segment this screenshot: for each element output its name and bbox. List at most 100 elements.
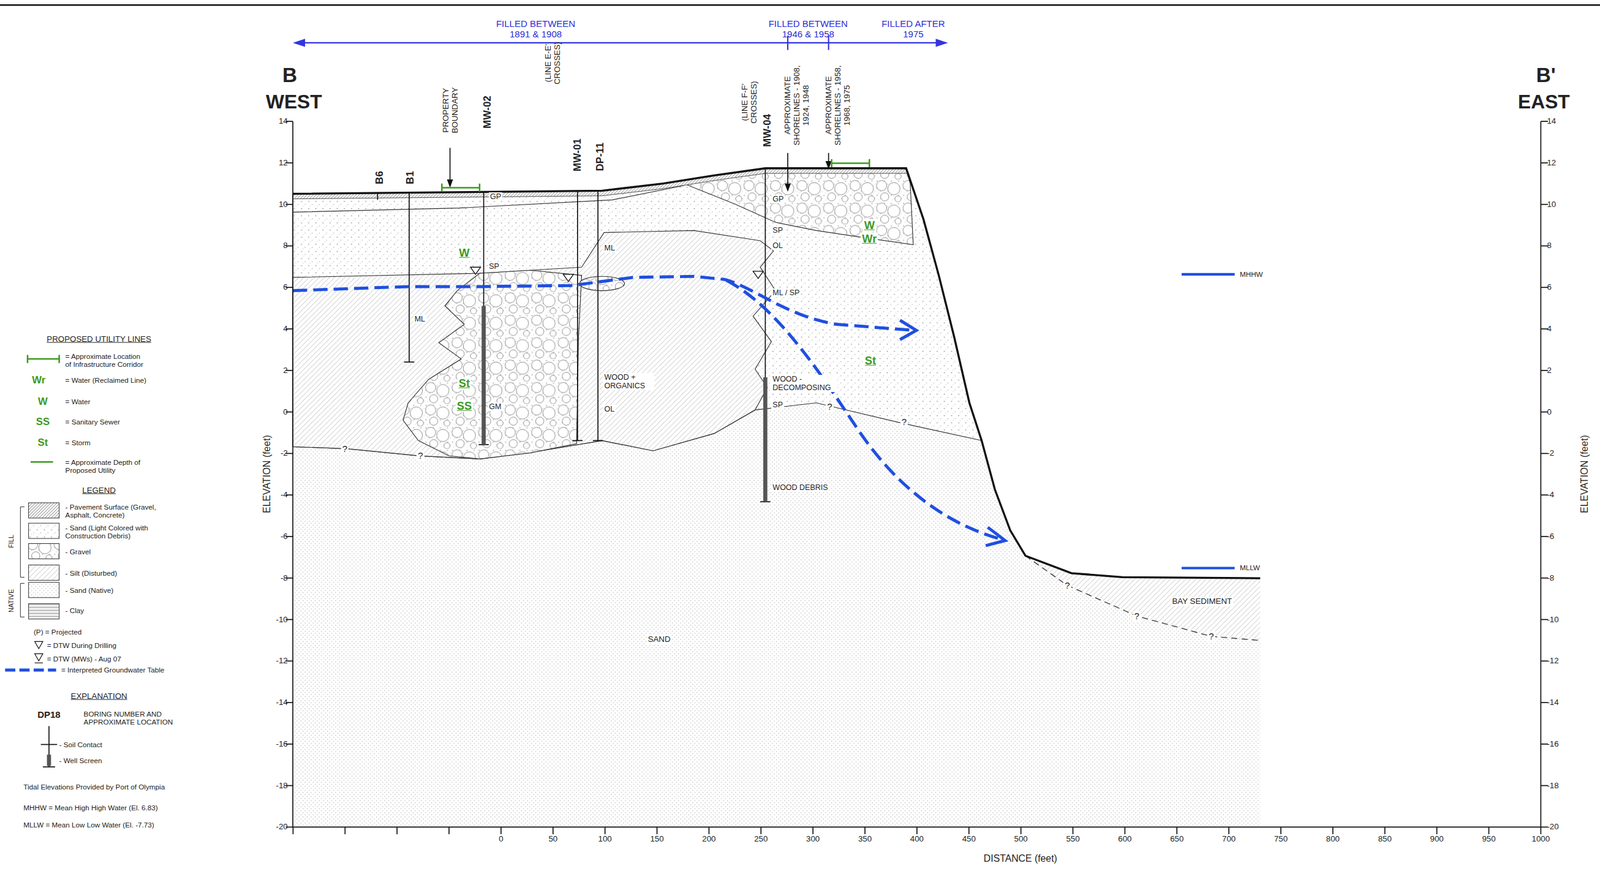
legend-heading: PROPOSED UTILITY LINES xyxy=(46,335,151,345)
legend-entry-text: = Approximate Location of Infrastructure… xyxy=(65,352,146,369)
annotation-label: PROPERTY BOUNDARY xyxy=(441,78,461,142)
utility-symbol: St xyxy=(863,354,878,367)
axis-tick-label: 700 xyxy=(1222,834,1236,845)
axis-tick xyxy=(656,826,658,835)
uncertain-contact-mark: ? xyxy=(1063,580,1071,591)
axis-tick xyxy=(1540,494,1548,496)
legend-entry-text: = Approximate Depth of Proposed Utility xyxy=(65,458,146,475)
axis-tick-label: 6 xyxy=(1546,283,1551,293)
axis-tick-label: -14 xyxy=(276,698,288,708)
soil-symbol: OL xyxy=(771,241,785,250)
axis-tick-label: 0 xyxy=(283,407,288,417)
axis-tick-label: -6 xyxy=(280,531,288,541)
axis-tick-label: 950 xyxy=(1481,834,1496,845)
axis-tick-label: -8 xyxy=(1546,573,1555,583)
section-end-direction: WEST xyxy=(265,91,323,114)
axis-tick-label: -4 xyxy=(280,490,288,500)
uncertain-contact-mark: ? xyxy=(1133,610,1141,622)
axis-tick xyxy=(864,826,866,835)
legend-entry-text: - Clay xyxy=(65,607,85,616)
axis-tick-label: 750 xyxy=(1274,834,1288,845)
axis-tick-label: 150 xyxy=(649,834,664,845)
axis-tick-label: 14 xyxy=(1546,116,1556,127)
legend-note: MHHW = Mean High High Water (El. 6.83) xyxy=(23,803,158,812)
shoreline-label: APPROXIMATE SHORELINES - 1908, 1924, 194… xyxy=(783,58,812,152)
utility-symbol: Wr xyxy=(31,374,46,387)
axis-tick xyxy=(604,826,606,835)
axis-tick xyxy=(500,826,502,835)
legend-note: Tidal Elevations Provided by Port of Oly… xyxy=(23,783,165,792)
axis-tick-label: -10 xyxy=(276,615,288,625)
axis-tick xyxy=(1540,120,1548,122)
axis-tick xyxy=(1540,577,1548,579)
axis-tick-label: 650 xyxy=(1169,834,1184,845)
axis-tick xyxy=(1540,162,1548,164)
axis-tick-label: 0 xyxy=(498,834,503,845)
axis-tick xyxy=(396,826,398,835)
axis-tick xyxy=(1228,826,1230,835)
axis-tick xyxy=(1540,619,1548,621)
axis-tick-label: 450 xyxy=(962,834,976,845)
boring-name: DP-11 xyxy=(594,142,606,171)
soil-symbol: SP xyxy=(487,262,501,271)
uncertain-contact-mark: ? xyxy=(416,450,424,462)
axis-tick xyxy=(1540,453,1548,455)
tide-label: MHHW xyxy=(1239,270,1264,279)
axis-tick xyxy=(812,826,814,835)
axis-tick-label: -16 xyxy=(1546,739,1559,749)
axis-tick xyxy=(1176,826,1178,835)
axis-tick-label: -4 xyxy=(1546,490,1555,500)
axis-tick xyxy=(1540,328,1548,330)
utility-symbol: SS xyxy=(455,399,473,412)
axis-tick-label: 500 xyxy=(1014,834,1028,845)
axis-tick-label: 10 xyxy=(278,199,288,209)
axis-title: DISTANCE (feet) xyxy=(983,853,1058,865)
axis-tick xyxy=(1540,826,1542,835)
boring-name: DP18 xyxy=(37,709,61,721)
axis-tick-label: 14 xyxy=(278,116,288,127)
axis-tick-label: 800 xyxy=(1326,834,1340,845)
legend-entry-text: - Sand (Native) xyxy=(65,586,114,595)
legend-note: MLLW = Mean Low Low Water (El. -7.73) xyxy=(23,821,154,830)
axis-tick-label: -14 xyxy=(1546,698,1559,708)
legend-entry-text: - Silt (Disturbed) xyxy=(65,569,117,578)
uncertain-contact-mark: ? xyxy=(900,417,908,428)
soil-symbol: SP xyxy=(771,400,785,410)
axis-tick-label: 200 xyxy=(701,834,716,845)
legend-entry-text: - Gravel xyxy=(65,547,92,556)
section-end-letter: B' xyxy=(1536,64,1556,87)
axis-tick-label: -6 xyxy=(1546,531,1555,541)
axis-tick-label: 8 xyxy=(283,241,288,251)
soil-symbol: ML / SP xyxy=(771,288,801,298)
legend-entry-text: = Sanitary Sewer xyxy=(65,418,121,427)
axis-tick-label: -20 xyxy=(1546,822,1559,832)
legend-entry-text: = Water (Reclaimed Line) xyxy=(65,376,147,385)
axis-tick-label: -2 xyxy=(1546,449,1555,459)
axis-tick xyxy=(552,826,554,835)
section-end-direction: EAST xyxy=(1517,91,1570,114)
axis-tick-label: 100 xyxy=(598,834,612,845)
axis-tick-label: 0 xyxy=(1546,407,1551,417)
soil-description: WOOD DEBRIS xyxy=(771,483,829,492)
axis-tick xyxy=(1488,826,1490,835)
axis-tick xyxy=(1540,743,1548,745)
soil-symbol: GM xyxy=(487,402,503,412)
legend-entry-text: - Pavement Surface (Gravel, Asphalt, Con… xyxy=(65,502,178,519)
legend-heading: LEGEND xyxy=(82,485,116,495)
axis-tick-label: 6 xyxy=(283,283,288,293)
uncertain-contact-mark: ? xyxy=(825,401,834,413)
axis-tick xyxy=(1540,535,1548,538)
legend-note: (P) = Projected xyxy=(33,628,82,637)
axis-tick-label: -8 xyxy=(280,573,288,583)
axis-tick xyxy=(1332,826,1334,835)
axis-tick xyxy=(448,826,450,835)
axis-tick-label: -20 xyxy=(276,822,288,832)
soil-symbol: ML xyxy=(602,243,616,253)
axis-tick xyxy=(1072,826,1074,835)
boring-name: B6 xyxy=(373,170,386,184)
axis-tick xyxy=(292,826,295,835)
uncertain-contact-mark: ? xyxy=(341,443,349,454)
soil-symbol: ML xyxy=(413,314,427,324)
axis-tick xyxy=(760,826,762,835)
boring-name: MW-01 xyxy=(571,138,584,171)
